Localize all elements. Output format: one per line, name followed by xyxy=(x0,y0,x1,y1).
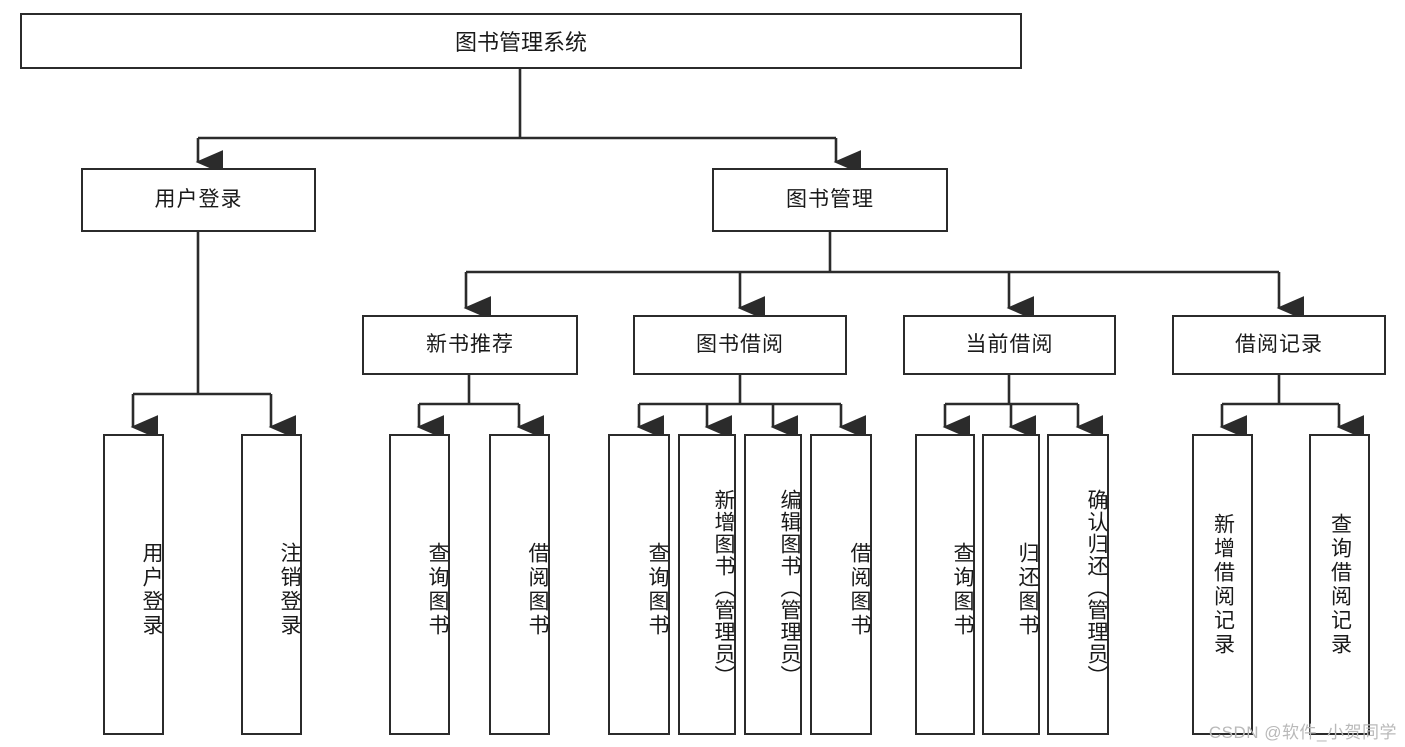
node-new-book-recommend[interactable]: 新书推荐 xyxy=(362,315,578,375)
node-root-system[interactable]: 图书管理系统 xyxy=(20,13,1022,69)
leaf-record-query-record[interactable]: 查询借阅记录 xyxy=(1309,434,1370,735)
leaf-label: 查询借阅记录 xyxy=(1328,512,1352,657)
leaf-label: 查询图书 xyxy=(951,541,974,638)
node-current-borrow[interactable]: 当前借阅 xyxy=(903,315,1116,375)
node-label: 图书管理 xyxy=(786,188,874,212)
leaf-label: 新增图书（管理员） xyxy=(712,488,735,687)
leaf-label: 新增借阅记录 xyxy=(1211,512,1235,657)
leaf-user-login-logout[interactable]: 注销登录 xyxy=(241,434,302,735)
leaf-label: 注销登录 xyxy=(278,541,301,638)
leaf-label: 借阅图书 xyxy=(848,541,871,638)
leaf-label: 查询图书 xyxy=(426,541,449,638)
watermark-text: CSDN @软件_小贺同学 xyxy=(1208,723,1397,742)
leaf-borrow-add-book-admin[interactable]: 新增图书（管理员） xyxy=(678,434,736,735)
leaf-recommend-query-book[interactable]: 查询图书 xyxy=(389,434,450,735)
leaf-label: 查询图书 xyxy=(646,541,669,638)
node-label: 新书推荐 xyxy=(426,333,514,357)
node-label: 当前借阅 xyxy=(965,333,1054,357)
leaf-label: 编辑图书（管理员） xyxy=(778,488,801,687)
node-user-login[interactable]: 用户登录 xyxy=(81,168,316,232)
leaf-current-query-book[interactable]: 查询图书 xyxy=(915,434,975,735)
leaf-current-return-book[interactable]: 归还图书 xyxy=(982,434,1040,735)
leaf-recommend-borrow-book[interactable]: 借阅图书 xyxy=(489,434,550,735)
leaf-label: 用户登录 xyxy=(140,541,163,638)
node-label: 图书管理系统 xyxy=(454,30,587,55)
leaf-borrow-borrow-book[interactable]: 借阅图书 xyxy=(810,434,872,735)
leaf-label: 归还图书 xyxy=(1016,541,1039,638)
node-borrow-record[interactable]: 借阅记录 xyxy=(1172,315,1386,375)
node-label: 图书借阅 xyxy=(696,333,784,357)
leaf-label: 借阅图书 xyxy=(526,541,549,638)
node-label: 用户登录 xyxy=(154,188,243,212)
leaf-label: 确认归还（管理员） xyxy=(1085,488,1108,687)
leaf-borrow-query-book[interactable]: 查询图书 xyxy=(608,434,670,735)
leaf-borrow-edit-book-admin[interactable]: 编辑图书（管理员） xyxy=(744,434,802,735)
node-book-management[interactable]: 图书管理 xyxy=(712,168,948,232)
leaf-record-add-record[interactable]: 新增借阅记录 xyxy=(1192,434,1253,735)
leaf-current-confirm-return-admin[interactable]: 确认归还（管理员） xyxy=(1047,434,1109,735)
node-label: 借阅记录 xyxy=(1235,333,1323,357)
node-book-borrow[interactable]: 图书借阅 xyxy=(633,315,847,375)
leaf-user-login-login[interactable]: 用户登录 xyxy=(103,434,164,735)
